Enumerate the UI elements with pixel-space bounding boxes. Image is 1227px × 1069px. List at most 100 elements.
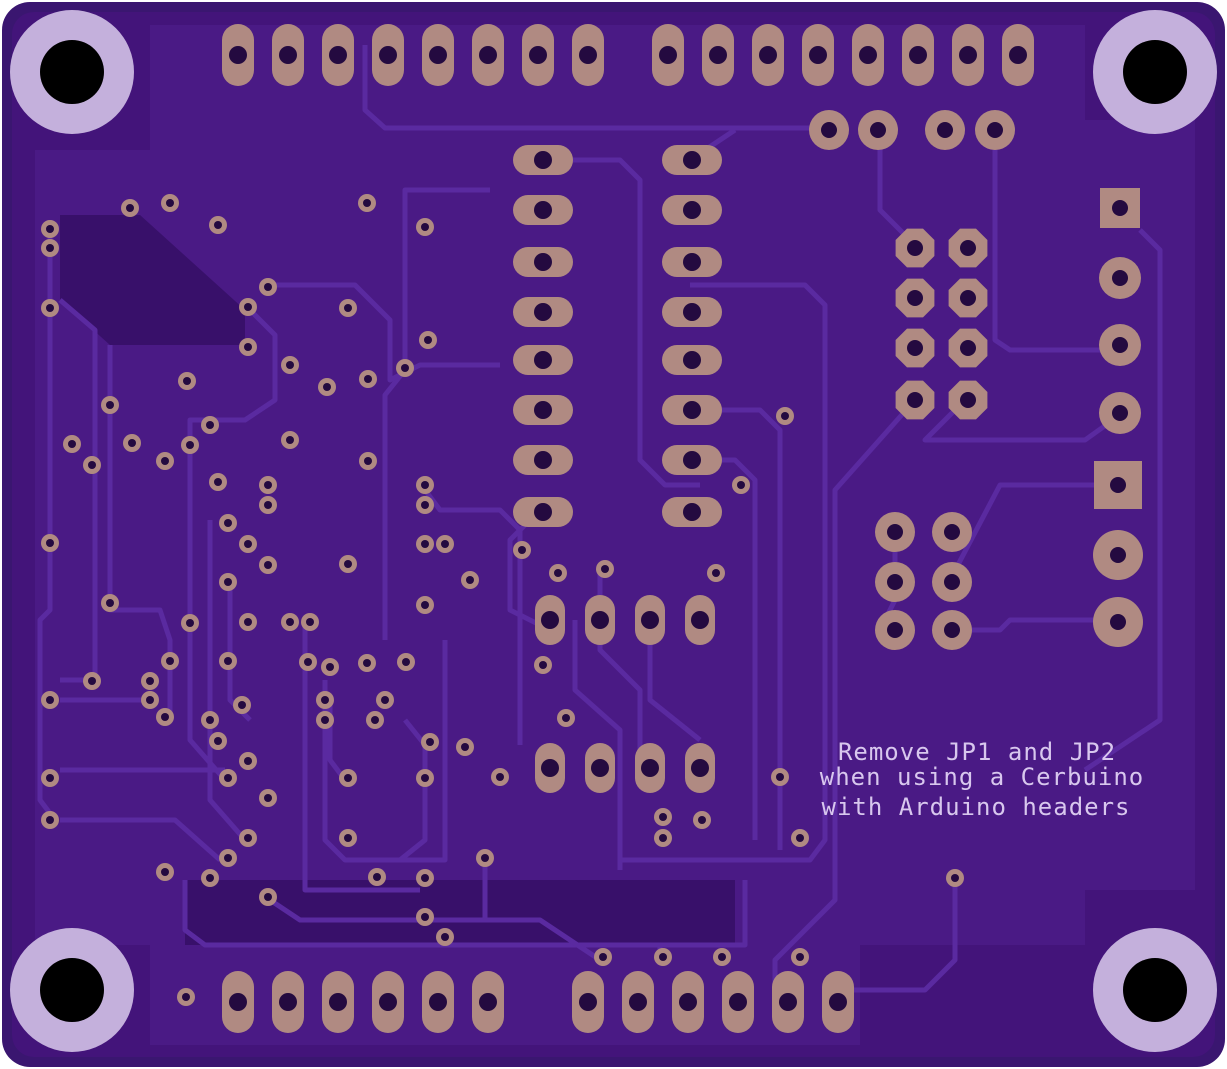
via [358, 654, 376, 672]
via [456, 738, 474, 756]
via [557, 709, 575, 727]
via [707, 564, 725, 582]
component-pin [635, 743, 665, 793]
jumper-pin [895, 278, 935, 318]
via [416, 476, 434, 494]
ic-pin [662, 297, 722, 327]
via [156, 863, 174, 881]
via [156, 708, 174, 726]
connector-pin [1093, 597, 1143, 647]
component-pin [685, 743, 715, 793]
via [141, 672, 159, 690]
component-pin [585, 595, 615, 645]
pads [222, 24, 1143, 1033]
via [101, 396, 119, 414]
header-pin [572, 24, 604, 86]
ic-pin [662, 445, 722, 475]
mount-hole [1093, 10, 1217, 134]
via [239, 752, 257, 770]
connector-pin-square [1094, 461, 1142, 509]
via [416, 535, 434, 553]
via [181, 436, 199, 454]
via [397, 653, 415, 671]
via [339, 299, 357, 317]
ic-pin [513, 345, 573, 375]
via [219, 849, 237, 867]
header-pin [672, 971, 704, 1033]
via [239, 338, 257, 356]
via [339, 555, 357, 573]
header-pin [472, 971, 504, 1033]
via [359, 452, 377, 470]
via [233, 696, 251, 714]
header-pin [952, 24, 984, 86]
via [201, 416, 219, 434]
via [209, 732, 227, 750]
header-pin [272, 24, 304, 86]
header-pin [322, 24, 354, 86]
connector-pin [1099, 392, 1141, 434]
via [771, 768, 789, 786]
header-pin [902, 24, 934, 86]
via [181, 614, 199, 632]
via [946, 869, 964, 887]
via [41, 769, 59, 787]
via [259, 278, 277, 296]
via [41, 299, 59, 317]
ic-pin [662, 395, 722, 425]
via [791, 829, 809, 847]
jumper-pin [948, 380, 988, 420]
via [219, 573, 237, 591]
via [476, 849, 494, 867]
via [259, 496, 277, 514]
via [209, 473, 227, 491]
header-pin [222, 24, 254, 86]
via [41, 811, 59, 829]
header-pin [722, 971, 754, 1033]
via [318, 378, 336, 396]
via [156, 452, 174, 470]
via [259, 556, 277, 574]
connector-pin [809, 110, 849, 150]
via [654, 948, 672, 966]
header-pin [932, 562, 972, 602]
via [201, 711, 219, 729]
via [549, 564, 567, 582]
via [281, 356, 299, 374]
via [436, 928, 454, 946]
ic-pin [662, 345, 722, 375]
header-pin [1002, 24, 1034, 86]
ic-pin [662, 497, 722, 527]
via [416, 218, 434, 236]
via [281, 431, 299, 449]
via [301, 613, 319, 631]
via [209, 216, 227, 234]
via [693, 811, 711, 829]
component-pin [685, 595, 715, 645]
ic-pin [662, 145, 722, 175]
ic-pin [513, 395, 573, 425]
via [121, 199, 139, 217]
via [201, 869, 219, 887]
via [461, 571, 479, 589]
via [299, 653, 317, 671]
jumper-pin [948, 278, 988, 318]
via [321, 658, 339, 676]
header-pin [852, 24, 884, 86]
connector-pin [1093, 530, 1143, 580]
via [416, 769, 434, 787]
via [366, 711, 384, 729]
via [83, 456, 101, 474]
header-pin [622, 971, 654, 1033]
header-pin [652, 24, 684, 86]
via [219, 514, 237, 532]
via [41, 220, 59, 238]
via [376, 691, 394, 709]
via [219, 652, 237, 670]
via [416, 869, 434, 887]
ic-pin [513, 497, 573, 527]
mount-hole [1093, 928, 1217, 1052]
via [436, 535, 454, 553]
header-pin [522, 24, 554, 86]
